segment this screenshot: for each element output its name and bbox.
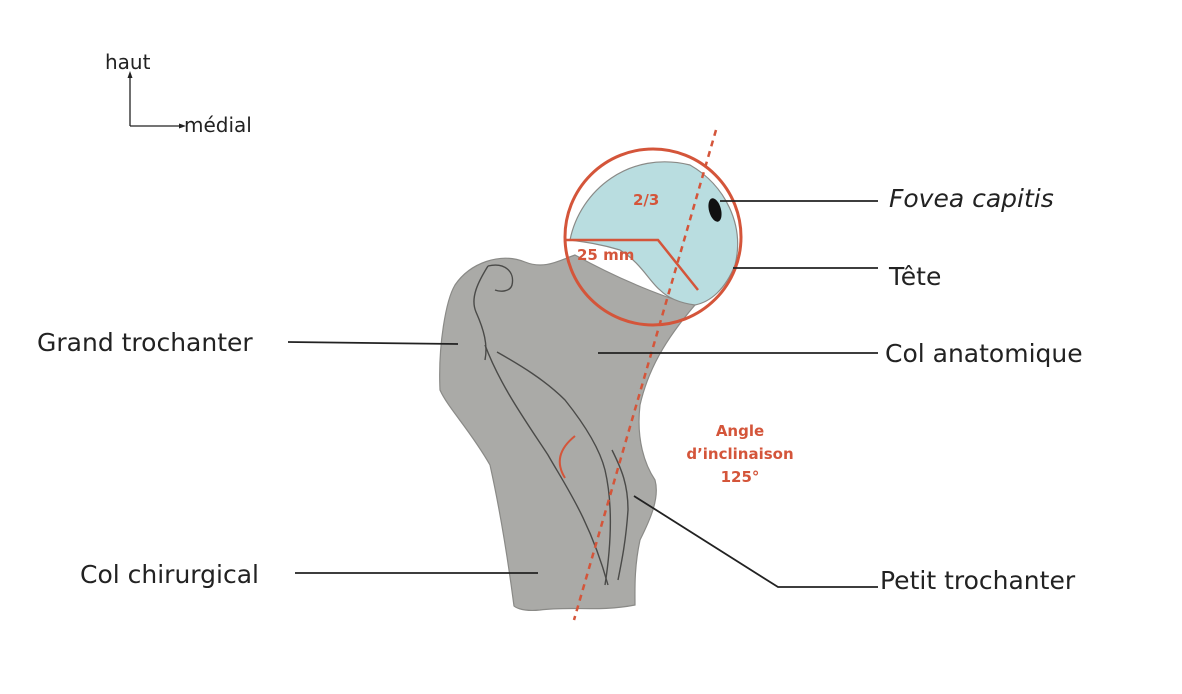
angle-arc (558, 435, 576, 479)
head-circle (563, 147, 743, 327)
depth-line (566, 238, 699, 291)
label-col-anatomique: Col anatomique (885, 339, 1083, 368)
angle-line-2: d’inclinaison (686, 445, 794, 463)
leader-lines (287, 200, 878, 588)
femur-bone (439, 254, 697, 612)
orientation-up-label: haut (105, 50, 151, 74)
label-col-chirurgical: Col chirurgical (80, 560, 259, 589)
ridge-trochanter-top (487, 264, 514, 292)
label-fovea-capitis: Fovea capitis (889, 184, 1054, 213)
orientation-medial-label: médial (184, 113, 252, 137)
angle-line-1: Angle (715, 422, 765, 440)
axis-medial-arrowhead (179, 123, 186, 129)
ridge-lesser-trochanter (611, 449, 629, 581)
axis-up-arrowhead (127, 71, 133, 78)
fovea-pit (708, 198, 722, 222)
ridge-intertrochanteric (484, 344, 609, 586)
label-petit-trochanter: Petit trochanter (880, 566, 1076, 595)
angle-line-3: 125° (720, 468, 760, 486)
orientation-axes (127, 71, 186, 129)
label-grand-trochanter: Grand trochanter (37, 328, 253, 357)
annotation-head-depth: 25 mm (577, 246, 635, 264)
label-tete: Tête (889, 262, 942, 291)
annotation-angle: Angle d’inclinaison 125° (665, 420, 815, 489)
leader-grand-trochanter (287, 341, 459, 345)
ridge-neck-inner (496, 351, 611, 586)
annotation-two-thirds: 2/3 (633, 191, 660, 209)
neck-axis-line (572, 129, 718, 621)
bone-ridges (473, 264, 629, 586)
leader-petit-trochanter (633, 495, 878, 588)
head-measurements (558, 129, 743, 621)
